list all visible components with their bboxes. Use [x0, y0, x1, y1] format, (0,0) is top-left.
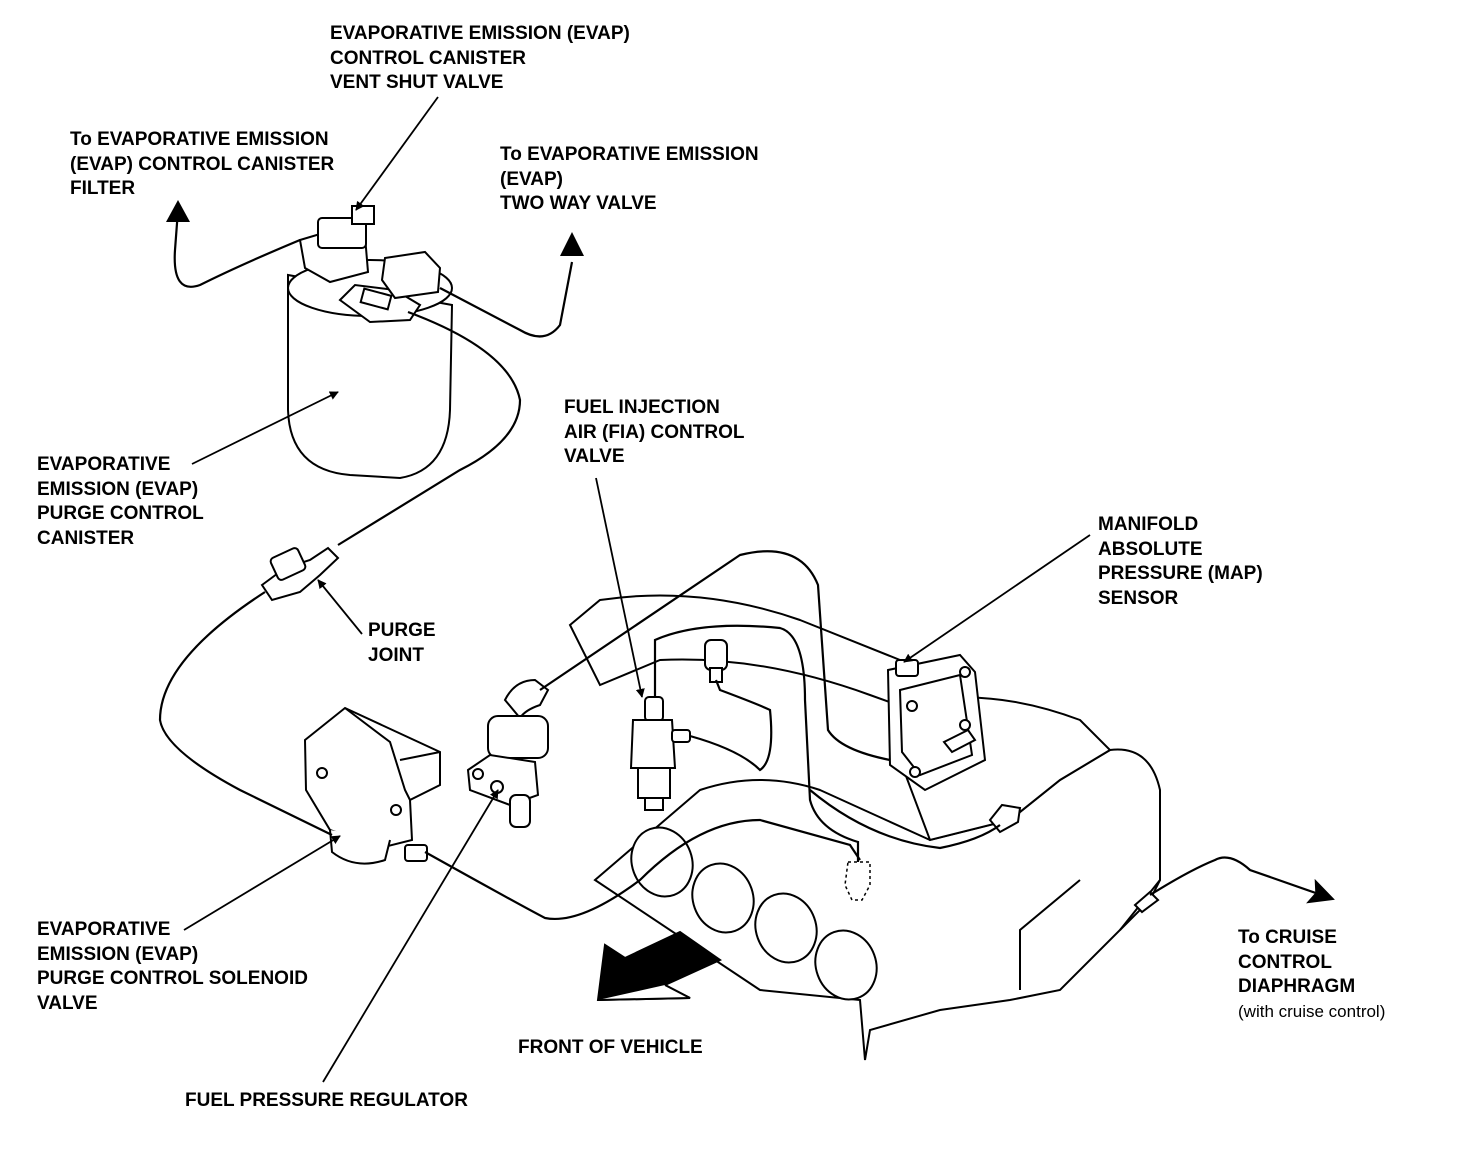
fia-control-valve	[629, 696, 691, 811]
leader-lines	[183, 96, 1091, 1083]
label-map-sensor: MANIFOLD ABSOLUTE PRESSURE (MAP) SENSOR	[1098, 514, 1263, 609]
evap-purge-canister	[287, 205, 454, 480]
mounting-bolt	[844, 861, 871, 901]
purge-control-solenoid-valve	[303, 706, 441, 865]
label-purge-joint: PURGE JOINT	[368, 620, 436, 666]
label-cruise-note: (with cruise control)	[1238, 1001, 1386, 1021]
label-front-of-vehicle: FRONT OF VEHICLE	[518, 1037, 703, 1058]
vacuum-hoses	[158, 209, 1335, 920]
vacuum-port	[704, 639, 728, 683]
purge-joint	[260, 546, 340, 602]
intake-ports	[630, 826, 878, 1001]
label-purge-solenoid-valve: EVAPORATIVE EMISSION (EVAP) PURGE CONTRO…	[37, 919, 308, 1014]
map-sensor	[886, 653, 987, 792]
cruise-control-port	[988, 803, 1160, 914]
intake-manifold	[568, 594, 1161, 1061]
label-vent-shut-valve: EVAPORATIVE EMISSION (EVAP) CONTROL CANI…	[330, 23, 630, 93]
label-fia-control-valve: FUEL INJECTION AIR (FIA) CONTROL VALVE	[564, 397, 745, 467]
fuel-pressure-regulator	[466, 678, 550, 828]
label-canister-filter: To EVAPORATIVE EMISSION (EVAP) CONTROL C…	[70, 129, 335, 199]
flow-arrows	[166, 200, 584, 256]
label-purge-canister: EVAPORATIVE EMISSION (EVAP) PURGE CONTRO…	[37, 454, 204, 549]
label-cruise-diaphragm: To CRUISE CONTROL DIAPHRAGM (with cruise…	[1238, 926, 1385, 1024]
label-fuel-pressure-regulator: FUEL PRESSURE REGULATOR	[185, 1090, 468, 1111]
label-two-way-valve: To EVAPORATIVE EMISSION (EVAP) TWO WAY V…	[500, 144, 759, 214]
front-of-vehicle-arrow	[596, 930, 723, 1002]
